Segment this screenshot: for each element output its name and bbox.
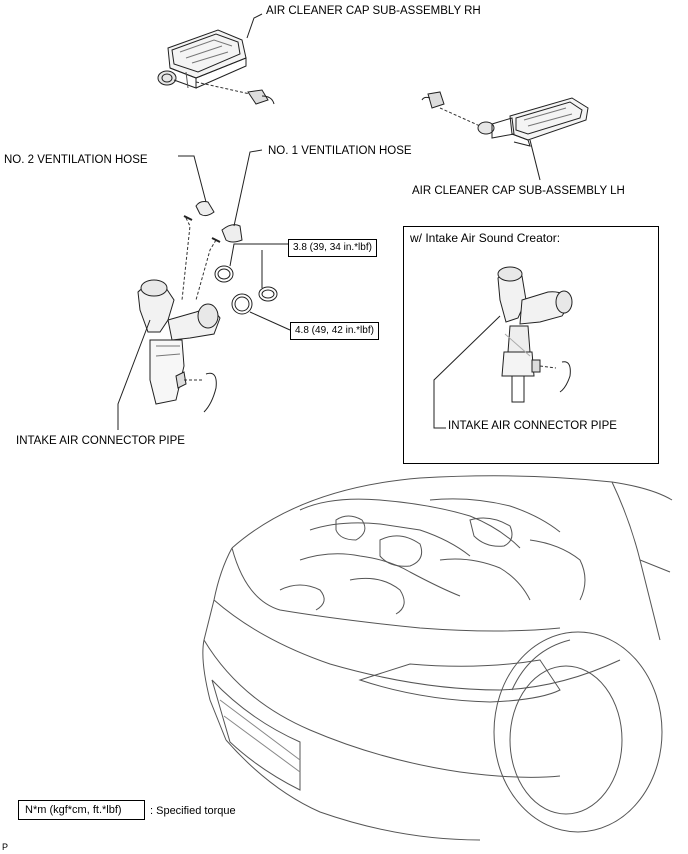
vehicle-outline xyxy=(202,475,673,841)
connector-clip-lh xyxy=(421,91,445,109)
inset-title: w/ Intake Air Sound Creator: xyxy=(410,231,561,245)
inset-intake-air-connector-pipe xyxy=(497,266,573,403)
torque-legend-description: : Specified torque xyxy=(150,805,236,817)
ventilation-hose-1 xyxy=(221,149,263,243)
air-cleaner-cap-lh xyxy=(477,97,589,181)
inset-label-intake-air-connector-pipe: INTAKE AIR CONNECTOR PIPE xyxy=(448,420,617,432)
ventilation-hose-2 xyxy=(178,155,215,217)
corner-mark: P xyxy=(2,842,9,852)
label-air-cleaner-cap-lh: AIR CLEANER CAP SUB-ASSEMBLY LH xyxy=(412,185,625,197)
hose-clamp-upper-right xyxy=(258,286,278,302)
hose-clamp-lower xyxy=(231,293,253,315)
intake-air-connector-pipe xyxy=(137,279,221,413)
label-air-cleaner-cap-rh: AIR CLEANER CAP SUB-ASSEMBLY RH xyxy=(266,5,481,17)
torque-spec-lower: 4.8 (49, 42 in.*lbf) xyxy=(290,322,379,340)
air-cleaner-cap-rh xyxy=(157,13,263,89)
hose-clamp-upper-left xyxy=(214,265,234,283)
torque-legend-unit-box: N*m (kgf*cm, ft.*lbf) xyxy=(18,800,145,820)
label-no2-ventilation-hose: NO. 2 VENTILATION HOSE xyxy=(4,154,148,166)
inset-intake-air-sound-creator: w/ Intake Air Sound Creator: INTAKE AIR … xyxy=(403,226,659,464)
connector-clip-rh xyxy=(247,89,275,105)
label-intake-air-connector-pipe: INTAKE AIR CONNECTOR PIPE xyxy=(16,435,185,447)
label-no1-ventilation-hose: NO. 1 VENTILATION HOSE xyxy=(268,145,412,157)
torque-spec-upper: 3.8 (39, 34 in.*lbf) xyxy=(288,239,377,257)
